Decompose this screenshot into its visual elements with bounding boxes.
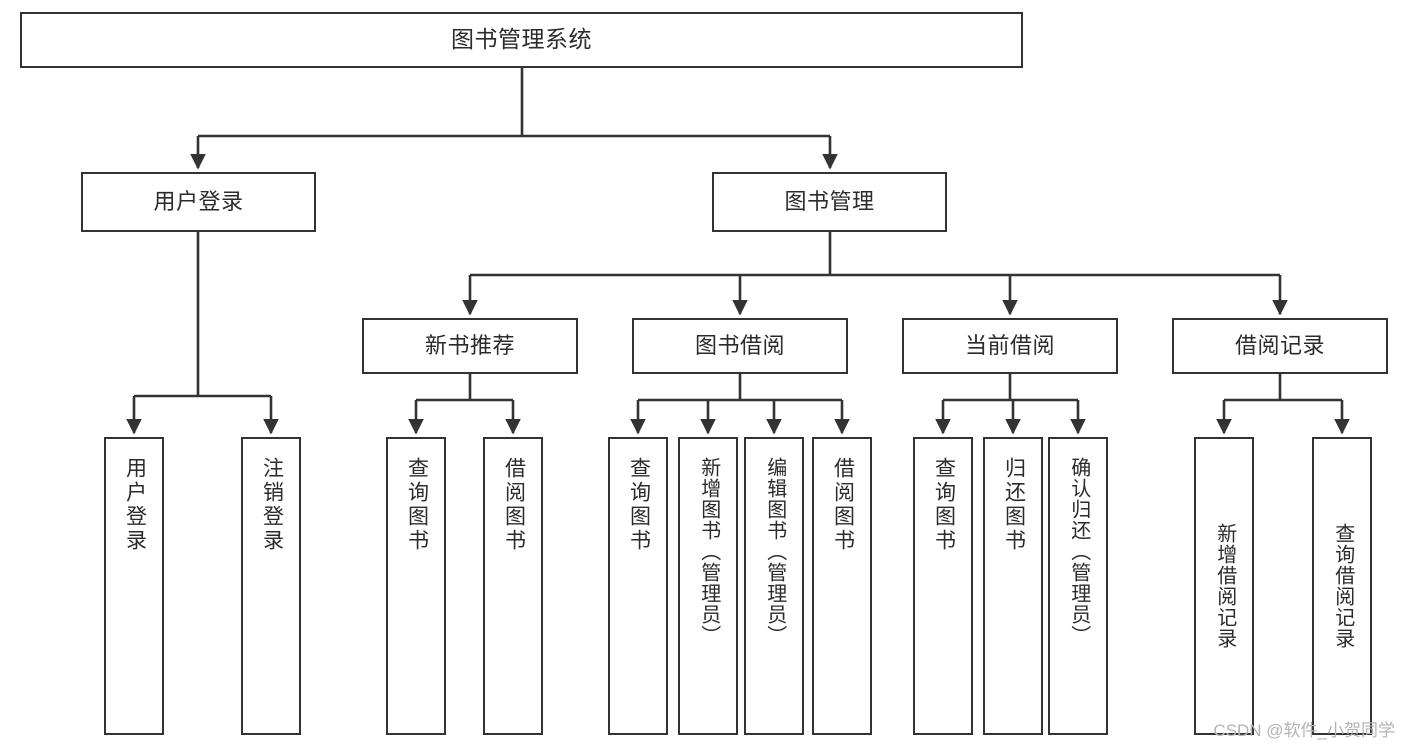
leaf-borrow-book-1[interactable]: 借阅图书 <box>483 437 543 735</box>
node-root[interactable]: 图书管理系统 <box>20 12 1023 68</box>
leaf-edit-book[interactable]: 编辑图书（管理员） <box>744 437 804 735</box>
leaf-confirm-return[interactable]: 确认归还（管理员） <box>1048 437 1108 735</box>
leaf-query-record-label: 查询借阅记录 <box>1331 523 1354 649</box>
node-book-borrow-label: 图书借阅 <box>694 332 785 358</box>
leaf-query-book-1[interactable]: 查询图书 <box>386 437 446 735</box>
node-book-manage-label: 图书管理 <box>784 188 875 214</box>
node-book-manage[interactable]: 图书管理 <box>712 172 947 232</box>
leaf-add-record-label: 新增借阅记录 <box>1213 523 1236 649</box>
node-book-borrow[interactable]: 图书借阅 <box>632 318 848 374</box>
leaf-add-book[interactable]: 新增图书（管理员） <box>678 437 738 735</box>
leaf-query-book-1-label: 查询图书 <box>405 457 429 553</box>
leaf-query-book-3-label: 查询图书 <box>932 457 956 553</box>
leaf-return-book-label: 归还图书 <box>1002 457 1026 553</box>
leaf-borrow-book-1-label: 借阅图书 <box>502 457 526 553</box>
leaf-user-login[interactable]: 用户登录 <box>104 437 164 735</box>
node-current-borrow[interactable]: 当前借阅 <box>902 318 1118 374</box>
leaf-edit-book-label: 编辑图书（管理员） <box>763 457 786 646</box>
node-new-book-recommend[interactable]: 新书推荐 <box>362 318 578 374</box>
node-new-book-recommend-label: 新书推荐 <box>424 332 515 358</box>
watermark: CSDN @软件_小贺同学 <box>1213 721 1395 740</box>
node-borrow-record[interactable]: 借阅记录 <box>1172 318 1388 374</box>
leaf-logout-login[interactable]: 注销登录 <box>241 437 301 735</box>
node-user-login-label: 用户登录 <box>153 188 244 214</box>
leaf-user-login-label: 用户登录 <box>123 457 147 553</box>
leaf-query-book-3[interactable]: 查询图书 <box>913 437 973 735</box>
leaf-query-book-2[interactable]: 查询图书 <box>608 437 668 735</box>
leaf-confirm-return-label: 确认归还（管理员） <box>1067 457 1090 646</box>
leaf-add-record[interactable]: 新增借阅记录 <box>1194 437 1254 735</box>
node-root-label: 图书管理系统 <box>451 26 592 53</box>
leaf-return-book[interactable]: 归还图书 <box>983 437 1043 735</box>
leaf-borrow-book-2-label: 借阅图书 <box>831 457 855 553</box>
node-borrow-record-label: 借阅记录 <box>1234 332 1325 358</box>
leaf-logout-login-label: 注销登录 <box>260 457 284 553</box>
node-current-borrow-label: 当前借阅 <box>964 332 1055 358</box>
leaf-add-book-label: 新增图书（管理员） <box>697 457 720 646</box>
leaf-borrow-book-2[interactable]: 借阅图书 <box>812 437 872 735</box>
leaf-query-book-2-label: 查询图书 <box>627 457 651 553</box>
leaf-query-record[interactable]: 查询借阅记录 <box>1312 437 1372 735</box>
node-user-login[interactable]: 用户登录 <box>81 172 316 232</box>
